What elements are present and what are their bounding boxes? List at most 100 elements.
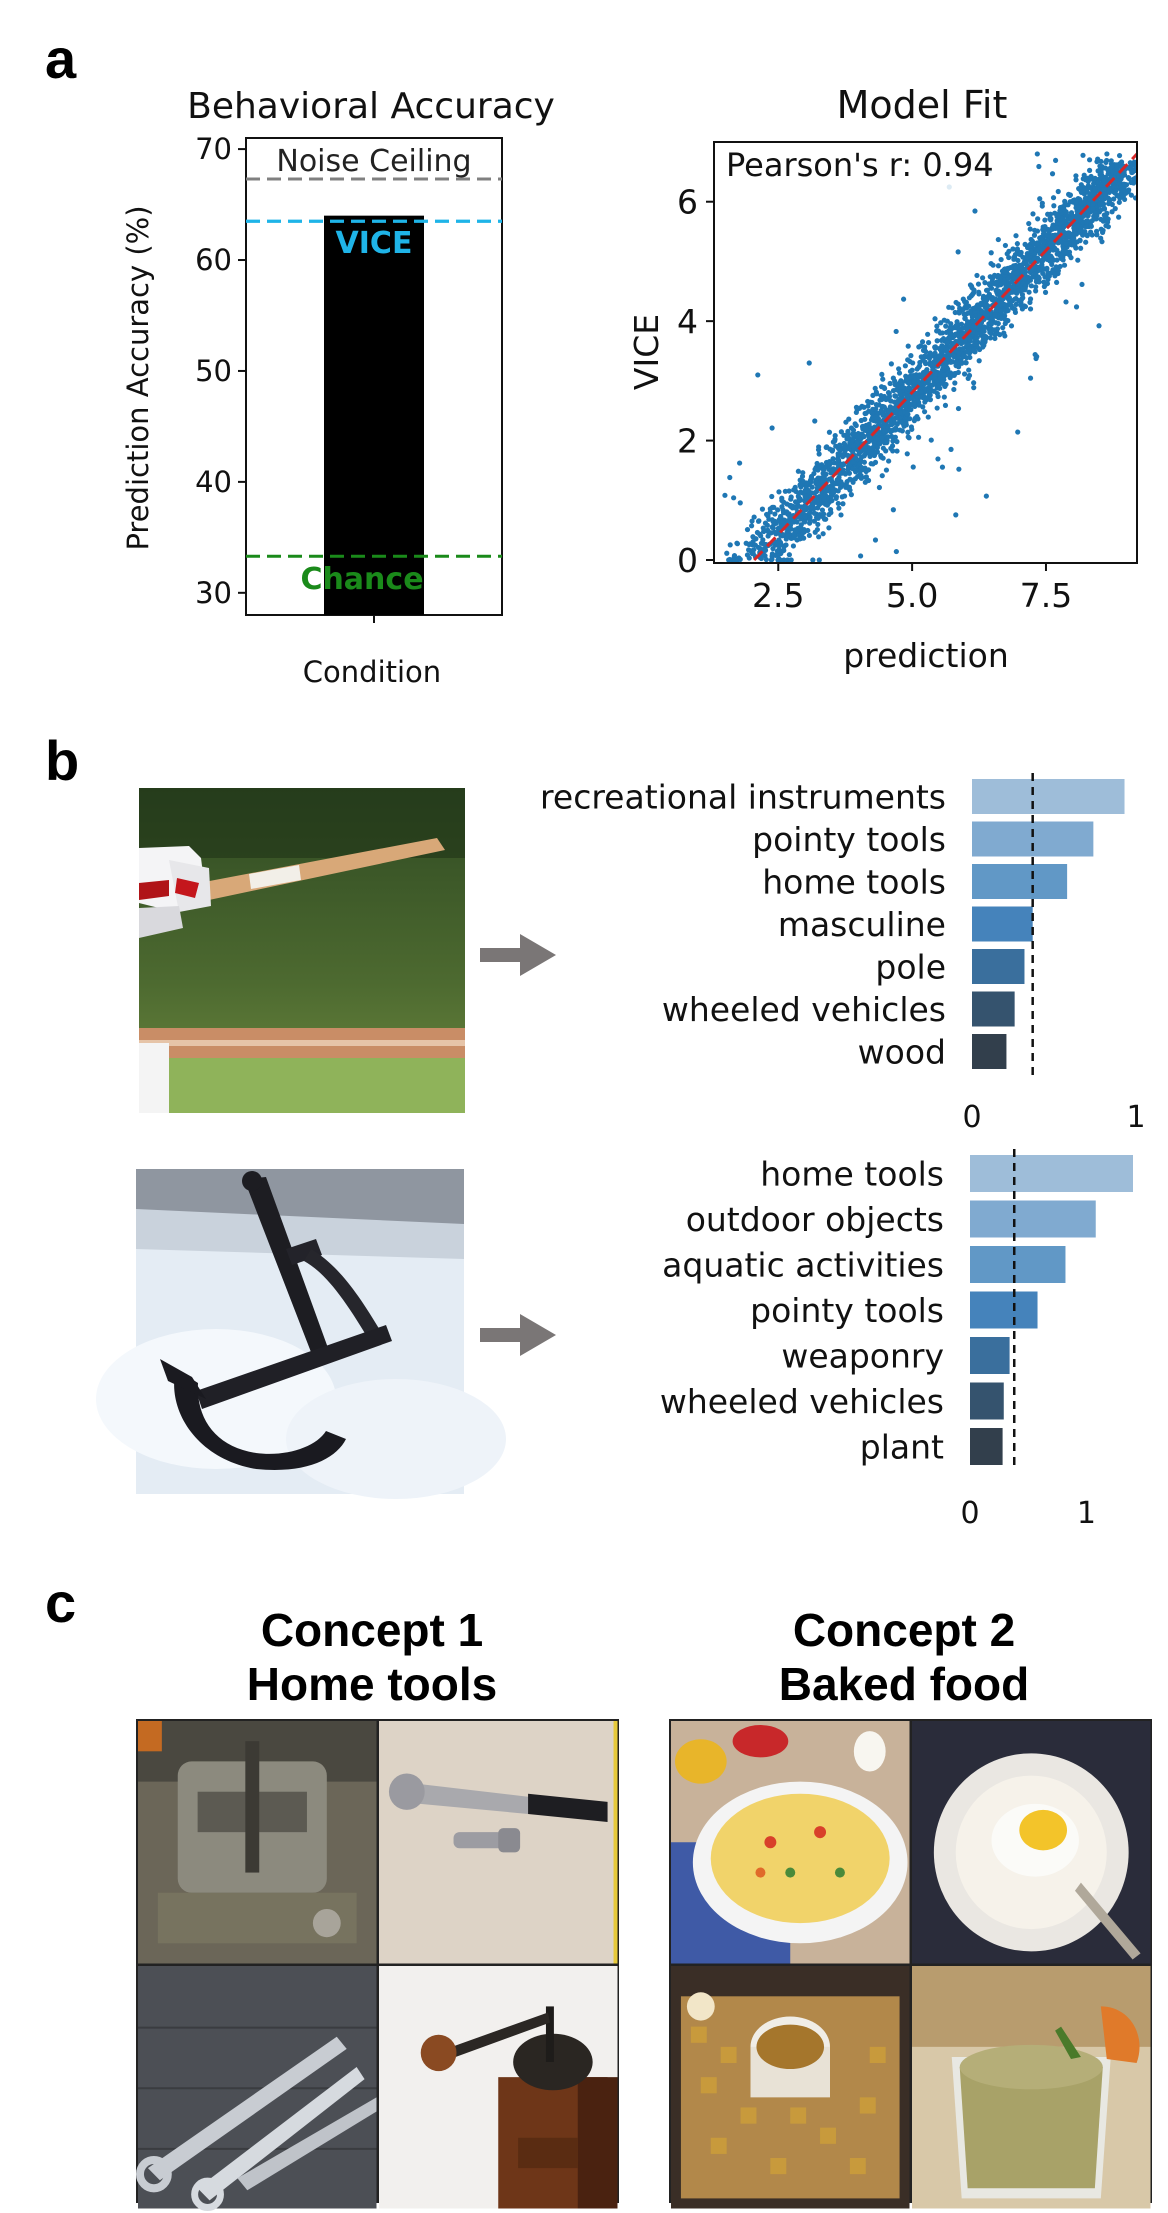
- scatter-point: [1046, 273, 1052, 279]
- scatter-point: [1112, 206, 1118, 212]
- scatter-point: [821, 496, 827, 502]
- scatter-point: [1078, 245, 1084, 251]
- scatter-point: [872, 537, 879, 543]
- baked-egg-photo: [911, 1721, 1150, 1964]
- scatter-point: [1026, 220, 1032, 227]
- pearson-annotation: Pearson's r: 0.94: [726, 146, 994, 184]
- scatter-point: [1013, 270, 1020, 276]
- scatter-point: [853, 409, 859, 416]
- scatter-point: [750, 550, 756, 557]
- scatter-point: [850, 449, 856, 456]
- bar: [972, 991, 1015, 1027]
- scatter-point: [777, 557, 783, 563]
- concept-2-image-grid: [669, 1719, 1152, 2208]
- scatter-point: [826, 429, 833, 435]
- scatter-point: [932, 316, 938, 322]
- scatter-point: [916, 344, 922, 350]
- scatter-point: [801, 505, 807, 511]
- scatter-point: [887, 380, 893, 387]
- scatter-point: [881, 428, 887, 434]
- scatter-point: [964, 305, 970, 311]
- scatter-point: [1017, 298, 1023, 304]
- scatter-point: [858, 475, 864, 481]
- scatter-point: [1052, 271, 1058, 277]
- y-tick-label: 4: [677, 302, 698, 341]
- scatter-point: [765, 533, 771, 539]
- scatter-point: [920, 357, 926, 363]
- scatter-point: [873, 435, 880, 442]
- scatter-point: [801, 529, 807, 535]
- scatter-point: [784, 557, 791, 563]
- scatter-point: [1027, 226, 1033, 232]
- scatter-point: [1016, 262, 1022, 268]
- scatter-point: [1113, 162, 1119, 168]
- scatter-point: [1103, 195, 1109, 201]
- scatter-point: [1046, 229, 1052, 235]
- scatter-point: [989, 275, 996, 282]
- scatter-point: [925, 414, 931, 420]
- scatter-point: [1103, 214, 1109, 221]
- scatter-point: [1117, 195, 1123, 201]
- scatter-point: [1088, 229, 1094, 235]
- scatter-point: [952, 380, 958, 386]
- panel-label-c: c: [45, 1571, 77, 1634]
- scatter-point: [903, 376, 910, 382]
- scatter-point: [923, 388, 929, 394]
- scatter-point: [761, 546, 767, 552]
- scatter-point: [1075, 257, 1081, 263]
- scatter-point: [1143, 166, 1148, 171]
- scatter-point: [878, 453, 884, 459]
- scatter-point: [1100, 218, 1106, 224]
- x-tick-label: 1: [1126, 1100, 1145, 1135]
- scatter-point: [1070, 235, 1077, 241]
- concept-1-title: Concept 1 Home tools: [162, 1603, 582, 1711]
- scatter-point: [846, 416, 852, 422]
- scatter-point: [769, 504, 775, 511]
- scatter-point: [1090, 202, 1096, 208]
- scatter-point: [953, 338, 959, 345]
- scatter-point: [769, 551, 775, 557]
- scatter-point: [1116, 152, 1123, 159]
- scatter-point: [992, 335, 998, 342]
- scatter-point: [835, 500, 841, 507]
- scatter-point: [969, 291, 976, 297]
- scatter-point: [1050, 247, 1056, 253]
- scatter-point: [1006, 248, 1012, 254]
- scatter-point: [1054, 257, 1060, 263]
- scatter-point: [937, 330, 943, 336]
- scatter-point: [971, 347, 977, 353]
- scatter-point: [893, 328, 899, 335]
- scatter-point: [1014, 241, 1020, 247]
- scatter-point: [878, 393, 884, 399]
- scatter-point: [932, 350, 938, 356]
- scatter-point: [737, 460, 743, 466]
- scatter-point: [903, 420, 909, 427]
- scatter-point: [802, 519, 808, 525]
- scatter-point: [1066, 230, 1072, 236]
- scatter-point: [744, 526, 751, 533]
- scatter-point: [1055, 188, 1061, 195]
- scatter-point: [984, 294, 991, 300]
- scatter-point: [873, 414, 879, 420]
- scatter-point: [905, 385, 911, 392]
- scatter-point: [972, 341, 978, 347]
- bar: [970, 1291, 1038, 1329]
- category-label: recreational instruments: [540, 778, 946, 817]
- scatter-point: [932, 344, 939, 350]
- y-tick-label: 70: [195, 132, 232, 166]
- scatter-point: [1072, 243, 1078, 249]
- scatter-point: [727, 474, 733, 481]
- scatter-point: [828, 510, 834, 516]
- scatter-point: [1057, 221, 1063, 227]
- scatter-point: [1028, 236, 1034, 243]
- scatter-point: [1035, 216, 1041, 222]
- scatter-point: [1027, 296, 1034, 302]
- hummus-photo: [911, 1965, 1150, 2208]
- scatter-point: [1128, 192, 1134, 198]
- scatter-point: [865, 403, 871, 409]
- frittata-photo: [671, 1721, 910, 1964]
- scatter-point: [960, 325, 966, 331]
- scatter-point: [771, 521, 777, 527]
- scatter-point: [1139, 174, 1144, 179]
- chart-title: Model Fit: [837, 83, 1008, 127]
